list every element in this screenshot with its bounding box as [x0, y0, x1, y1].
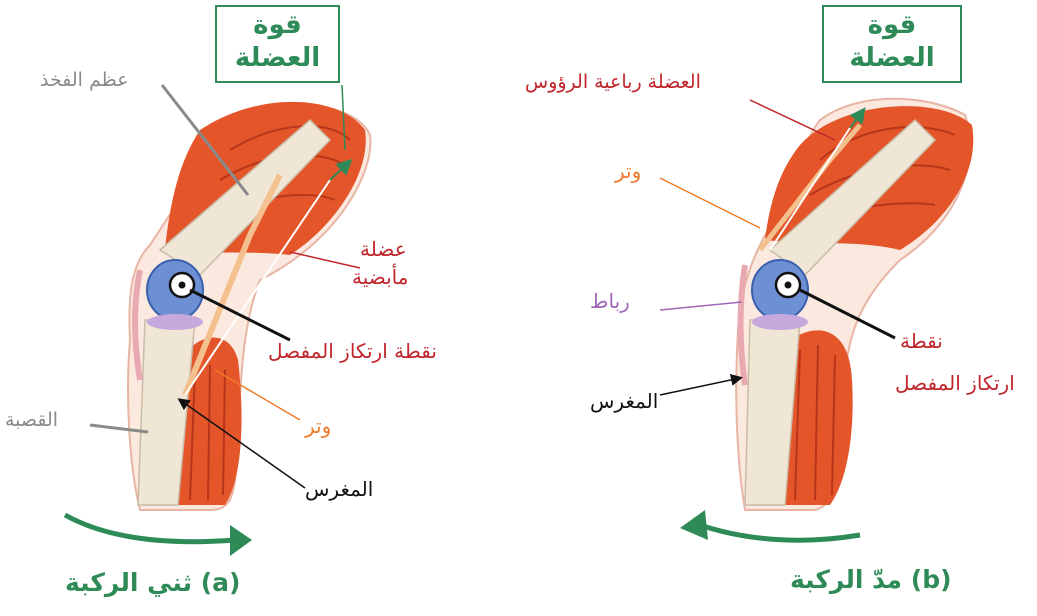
caption-tag-b: (b) — [911, 565, 952, 594]
caption-a: (a) ثني الركبة — [65, 568, 240, 597]
pivot-label-a: نقطة ارتكاز المفصل — [268, 340, 437, 363]
biceps-label-2: مأبضية — [352, 266, 408, 289]
tendon-label-a: وتر — [305, 415, 331, 438]
caption-text-a: ثني الركبة — [65, 568, 192, 597]
caption-tag-a: (a) — [201, 568, 241, 597]
tibia-label: القصبة — [5, 410, 58, 432]
force-line2-b: العضلة — [824, 42, 960, 75]
ligament-label: رباط — [590, 290, 630, 313]
pivot-label-b2: ارتكاز المفصل — [895, 372, 1015, 395]
insertion-label-a: المغرس — [305, 478, 373, 501]
caption-b: (b) مدّ الركبة — [790, 565, 952, 594]
insertion-label-b: المغرس — [590, 390, 658, 413]
force-line1-a: قوة — [217, 9, 338, 42]
caption-text-b: مدّ الركبة — [790, 565, 902, 594]
muscle-force-box-b: قوة العضلة — [822, 5, 962, 83]
quadriceps-label: العضلة رباعية الرؤوس — [525, 72, 701, 94]
tendon-label-b: وتر — [615, 160, 641, 183]
muscle-force-box-a: قوة العضلة — [215, 5, 340, 83]
pivot-label-b1: نقطة — [900, 330, 943, 353]
meniscus — [147, 314, 203, 330]
force-line2-a: العضلة — [217, 42, 338, 75]
panel-b-leg — [660, 99, 973, 540]
biceps-label: عضلة — [360, 238, 407, 261]
force-line1-b: قوة — [824, 9, 960, 42]
femur-label: عظم الفخذ — [40, 70, 129, 92]
